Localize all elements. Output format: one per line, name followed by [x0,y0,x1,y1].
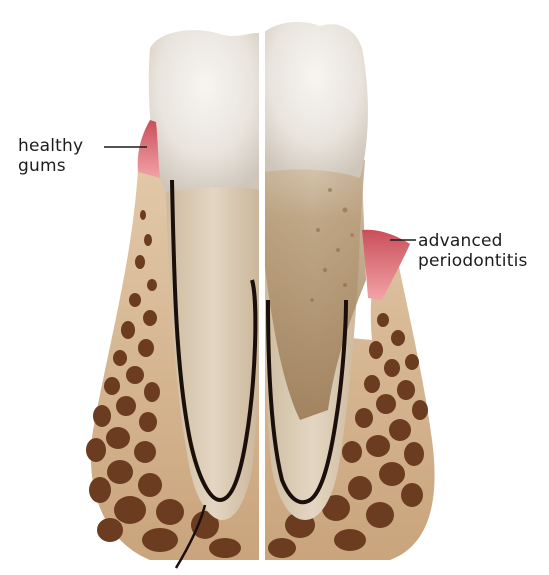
periodontitis-label-line1: advanced [418,231,528,251]
healthy-label-line1: healthy [18,136,83,156]
split-divider [259,0,265,570]
healthy-gums-label: healthy gums [18,136,83,176]
periodontitis-label-line2: periodontitis [418,251,528,271]
periodontitis-label: advanced periodontitis [418,231,528,271]
healthy-label-line2: gums [18,156,83,176]
